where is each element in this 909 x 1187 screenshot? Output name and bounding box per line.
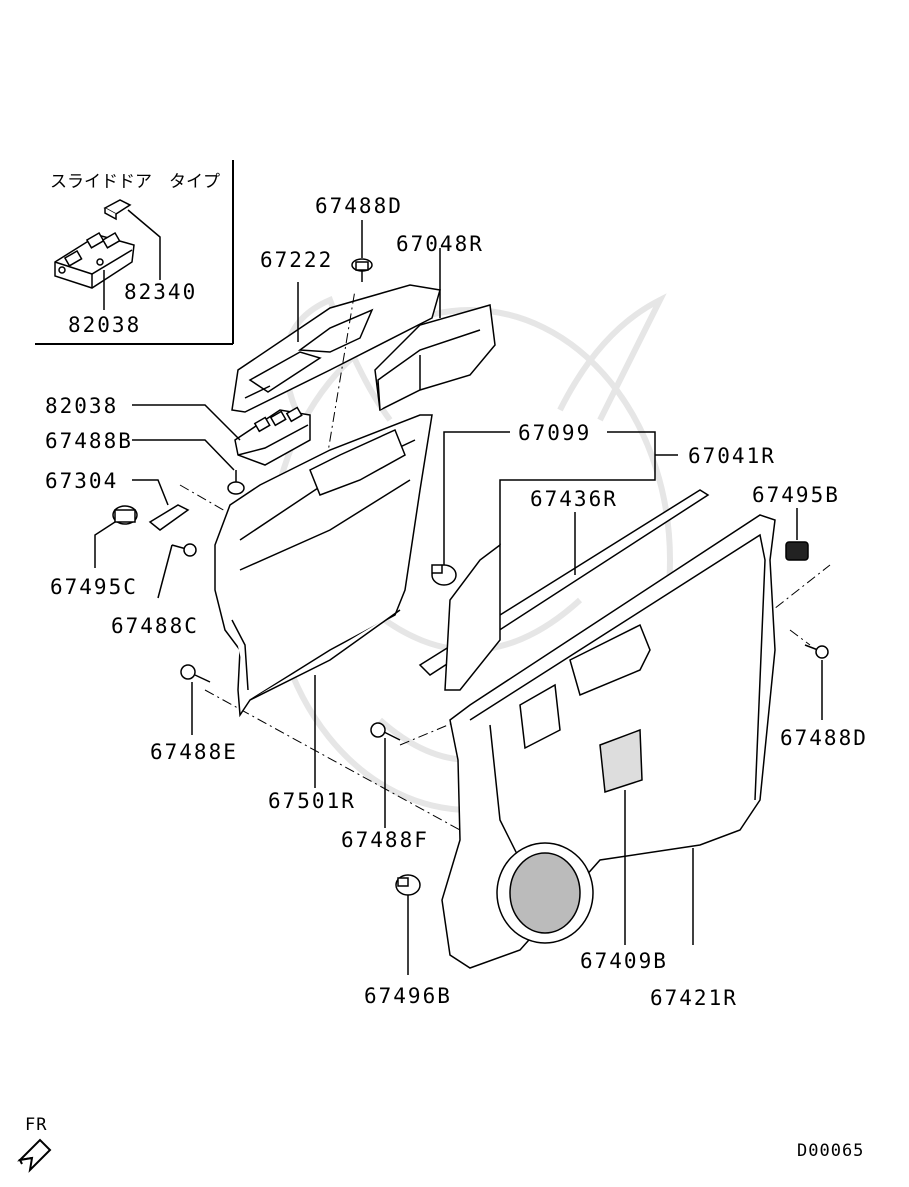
screw-67488F	[370, 722, 401, 828]
part-label-67041R: 67041R	[688, 444, 776, 468]
screw-67488D-right	[804, 644, 829, 720]
weatherstrip-67436R	[418, 489, 710, 691]
variant-box-border	[35, 160, 234, 345]
part-label-67436R: 67436R	[530, 487, 618, 511]
part-label-67488C: 67488C	[111, 614, 199, 638]
part-label-67501R: 67501R	[268, 789, 356, 813]
variant-switch-cap-82340	[103, 199, 132, 221]
part-label-82038: 82038	[45, 394, 119, 418]
fastener-67496B	[395, 874, 421, 975]
part-label-67495C: 67495C	[50, 575, 138, 599]
part-label-67488F: 67488F	[341, 828, 429, 852]
part-label-67421R: 67421R	[650, 986, 738, 1010]
variant-part-82038: 82038	[68, 313, 142, 337]
variant-box-title: スライドドア タイプ	[50, 172, 220, 192]
screw-67488E	[180, 664, 211, 735]
clip-67495B	[785, 508, 809, 561]
part-label-67222: 67222	[260, 248, 334, 272]
group-bracket-67041R	[499, 431, 678, 545]
part-label-67488D-right: 67488D	[780, 726, 868, 750]
part-label-67099: 67099	[518, 421, 592, 445]
variant-leaders	[103, 209, 161, 310]
diagram-code: D00065	[797, 1141, 865, 1161]
orientation-label: FR	[25, 1115, 48, 1135]
part-label-67488B: 67488B	[45, 429, 133, 453]
part-label-67304: 67304	[45, 469, 119, 493]
variant-switch-82038	[54, 232, 135, 289]
pocket-67048R	[374, 248, 496, 412]
bezel-67222	[231, 282, 441, 413]
front-arrow-icon	[17, 1138, 52, 1173]
clip-67099	[431, 431, 510, 586]
screw-67488D-top	[351, 220, 373, 282]
part-label-67409B: 67409B	[580, 949, 668, 973]
door-trim-67421R	[441, 514, 776, 969]
switch-82038	[132, 404, 311, 466]
trim-panel-67501R	[214, 414, 433, 788]
screw-67488C	[157, 543, 197, 599]
screw-67488B	[132, 439, 245, 495]
part-label-67488D-top: 67488D	[315, 194, 403, 218]
part-label-67488E: 67488E	[150, 740, 238, 764]
variant-part-82340: 82340	[124, 280, 198, 304]
part-label-67048R: 67048R	[396, 232, 484, 256]
clip-67495C	[94, 505, 138, 568]
part-label-67496B: 67496B	[364, 984, 452, 1008]
part-label-67495B: 67495B	[752, 483, 840, 507]
bracket-67304	[132, 479, 190, 531]
